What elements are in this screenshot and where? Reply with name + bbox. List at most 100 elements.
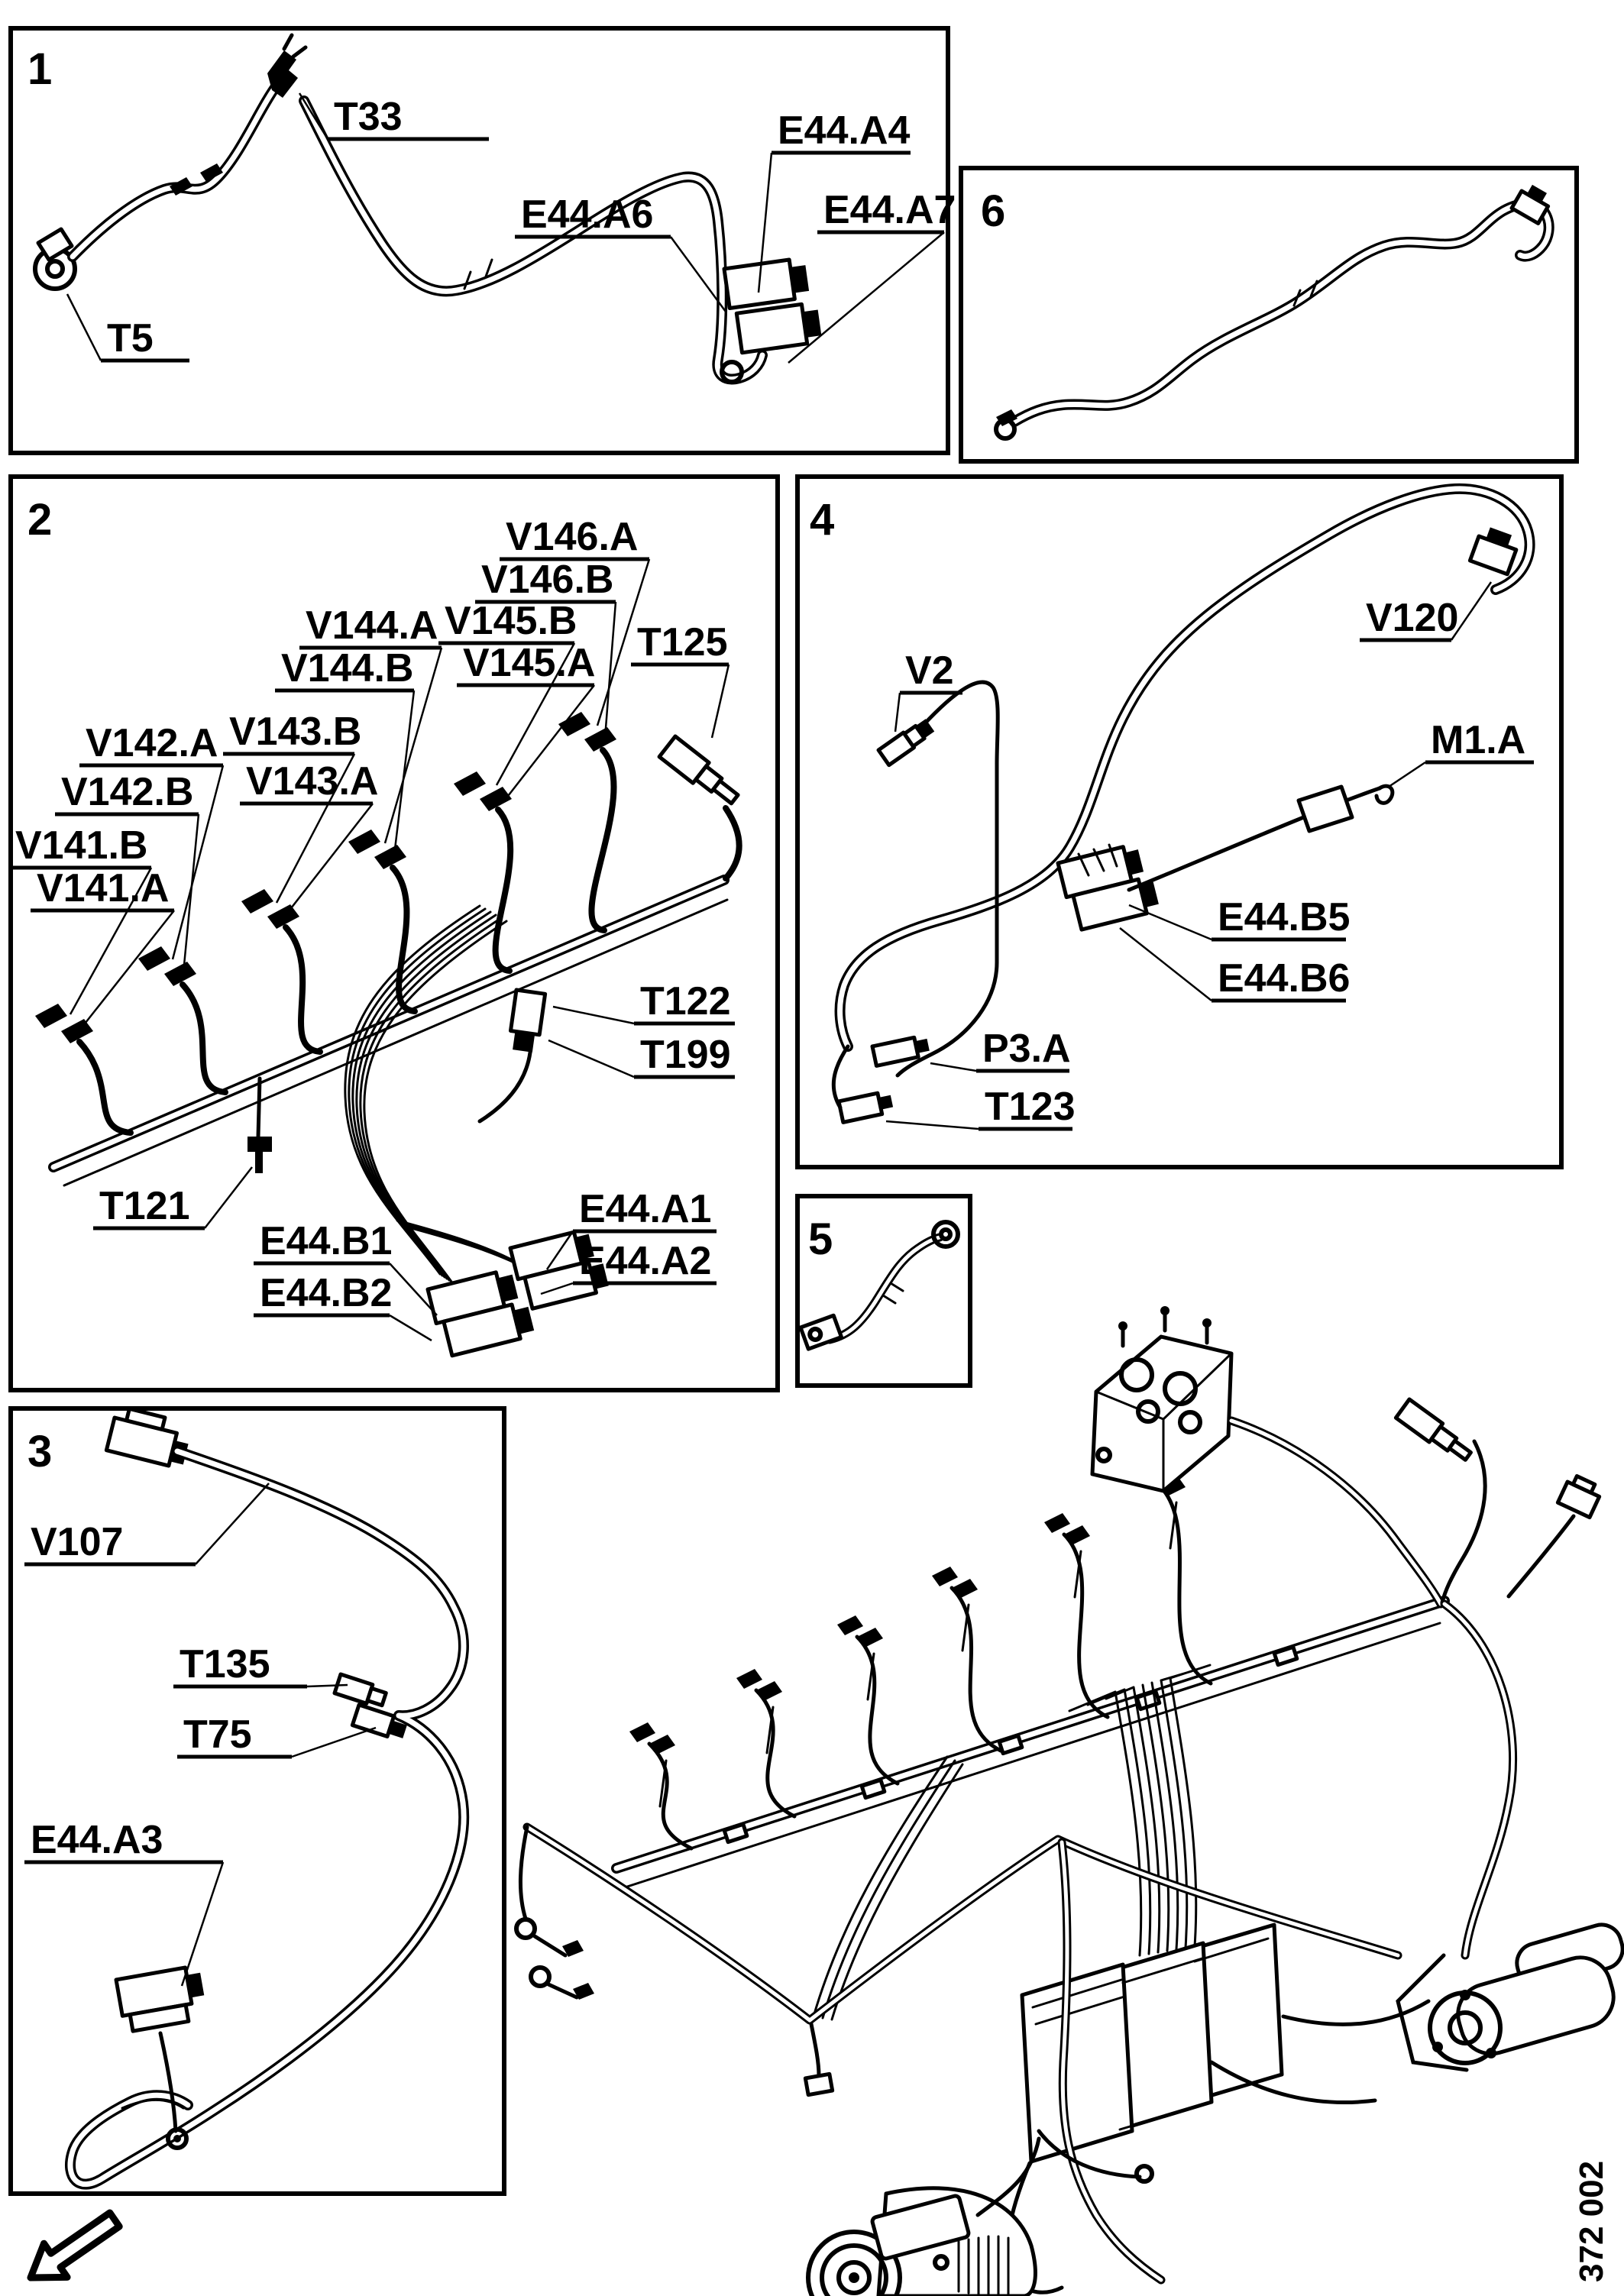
engine-assembly-illustration bbox=[514, 1306, 1624, 2296]
label-t123: T123 bbox=[985, 1085, 1076, 1129]
label-t199: T199 bbox=[640, 1033, 731, 1077]
connector-p3a bbox=[870, 1035, 930, 1068]
panel-3: 3 V107 bbox=[8, 1406, 506, 2196]
ecu-wire-bundle bbox=[1068, 1664, 1212, 1957]
panel-1-number: 1 bbox=[27, 44, 52, 94]
panel-3-harness bbox=[65, 1406, 470, 2190]
sensor-connectors bbox=[35, 712, 616, 1043]
connector-e44b5-b6 bbox=[1056, 845, 1159, 932]
clip-t121 bbox=[247, 1137, 272, 1173]
panel-5-border bbox=[795, 1194, 972, 1388]
label-t122: T122 bbox=[640, 979, 731, 1023]
label-e44b2: E44.B2 bbox=[260, 1271, 392, 1315]
label-v2: V2 bbox=[905, 648, 954, 693]
label-t125: T125 bbox=[637, 620, 728, 665]
connector-t122 bbox=[508, 988, 548, 1053]
clamp-ring bbox=[720, 360, 744, 384]
edge-connector bbox=[1555, 1474, 1602, 1520]
panel-6: 6 bbox=[959, 166, 1579, 464]
panel-2-callouts: V146.A V146.B V145.B V145.A V144.A V144.… bbox=[11, 515, 735, 1342]
panel-1-callouts: T33 T5 E44.A6 E44.A4 E44.A7 bbox=[66, 92, 956, 364]
starter-motor bbox=[1396, 1922, 1624, 2072]
sensor-boot bbox=[1393, 1397, 1473, 1462]
label-e44a1: E44.A1 bbox=[579, 1187, 711, 1231]
panel-2-number: 2 bbox=[27, 495, 52, 545]
panel-3-number: 3 bbox=[27, 1427, 52, 1476]
panel-4-number: 4 bbox=[810, 495, 834, 545]
sensor-v2 bbox=[876, 719, 935, 768]
harness-clip bbox=[200, 163, 223, 182]
drawing-number: 372 002 bbox=[1573, 2161, 1610, 2282]
cable-end-connector bbox=[1509, 184, 1551, 226]
injector-harness-branches bbox=[629, 1464, 1213, 1851]
connector-t135 bbox=[332, 1672, 388, 1708]
label-t75: T75 bbox=[183, 1712, 252, 1757]
connector-v120 bbox=[1467, 527, 1519, 577]
panel-5-cable bbox=[798, 1220, 960, 1351]
label-v142b: V142.B bbox=[61, 770, 193, 814]
label-v143b: V143.B bbox=[229, 710, 361, 754]
wire-end-m1a bbox=[1374, 784, 1395, 805]
connector-e44a4-a6 bbox=[722, 257, 822, 355]
panel-1-border bbox=[8, 26, 950, 455]
label-e44b5: E44.B5 bbox=[1218, 895, 1350, 939]
label-t121: T121 bbox=[99, 1184, 190, 1228]
panel-1: 1 T33 T5 E44 bbox=[8, 26, 956, 455]
panel-6-number: 6 bbox=[981, 186, 1005, 236]
label-v146a: V146.A bbox=[506, 515, 638, 559]
alternator bbox=[806, 2136, 1041, 2296]
label-v144b: V144.B bbox=[281, 646, 413, 690]
label-v120: V120 bbox=[1366, 596, 1458, 640]
connector-t75 bbox=[350, 1703, 407, 1738]
harness-clip bbox=[170, 177, 192, 196]
label-e44b6: E44.B6 bbox=[1218, 956, 1350, 1001]
panel-4-harness bbox=[831, 483, 1535, 1124]
label-v107: V107 bbox=[31, 1520, 123, 1564]
label-t135: T135 bbox=[180, 1642, 270, 1686]
label-e44a6: E44.A6 bbox=[521, 192, 653, 237]
label-e44a2: E44.A2 bbox=[579, 1239, 711, 1283]
label-v146b: V146.B bbox=[481, 558, 613, 602]
label-e44a3: E44.A3 bbox=[31, 1818, 163, 1862]
label-e44b1: E44.B1 bbox=[260, 1219, 392, 1263]
panel-6-border bbox=[959, 166, 1579, 464]
panel-6-harness bbox=[994, 184, 1554, 441]
label-v143a: V143.A bbox=[246, 759, 378, 804]
label-e44a4: E44.A4 bbox=[778, 108, 911, 153]
panel-4: 4 bbox=[795, 474, 1564, 1169]
label-t5: T5 bbox=[107, 316, 154, 361]
panel-2-harness bbox=[35, 712, 742, 1358]
panel-4-callouts: V2 V120 M1.A E44.B5 E44.B6 P3.A T123 bbox=[885, 581, 1534, 1131]
cable-tag bbox=[1296, 784, 1354, 833]
connector-v107 bbox=[104, 1406, 189, 1468]
panel-5: 5 bbox=[795, 1194, 972, 1388]
bolt-eyelet bbox=[166, 2127, 189, 2150]
label-v144a: V144.A bbox=[306, 603, 438, 648]
panel-2-border bbox=[8, 474, 780, 1392]
connector-e44a3 bbox=[114, 1965, 205, 2033]
fuel-valve-block bbox=[1090, 1306, 1234, 1493]
connector-t123 bbox=[836, 1091, 894, 1124]
sensor-t125 bbox=[657, 734, 740, 806]
flat-terminal bbox=[798, 1313, 843, 1351]
label-t33: T33 bbox=[334, 95, 403, 139]
panel-2: 2 bbox=[8, 474, 780, 1392]
panel-5-number: 5 bbox=[808, 1214, 833, 1264]
connector-e44a1-a2 bbox=[508, 1230, 609, 1311]
lower-harness-rail bbox=[514, 1822, 1402, 2097]
label-e44a7: E44.A7 bbox=[823, 188, 956, 232]
panel-3-border bbox=[8, 1406, 506, 2196]
label-v145b: V145.B bbox=[445, 599, 577, 643]
label-p3a: P3.A bbox=[982, 1027, 1071, 1071]
panel-4-border bbox=[795, 474, 1564, 1169]
label-v142a: V142.A bbox=[86, 721, 218, 765]
label-v141b: V141.B bbox=[15, 823, 147, 868]
ring-terminal bbox=[931, 1220, 960, 1249]
label-v141a: V141.A bbox=[37, 866, 169, 910]
label-v145a: V145.A bbox=[463, 641, 595, 685]
clip-t33 bbox=[267, 50, 298, 98]
connector-e44b1-b2 bbox=[425, 1270, 535, 1358]
orientation-arrow bbox=[27, 2209, 123, 2281]
